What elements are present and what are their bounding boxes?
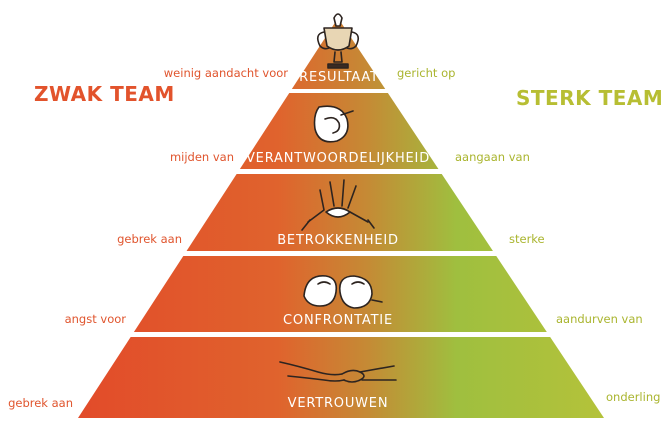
level-label-resultaat: RESULTAAT bbox=[299, 70, 379, 85]
right-note-verantwoordelijkheid: aangaan van bbox=[455, 150, 530, 164]
weak-team-title: ZWAK TEAM bbox=[34, 82, 175, 106]
level-label-verantwoordelijkheid: VERANTWOORDELIJKHEID bbox=[246, 151, 430, 166]
level-label-vertrouwen: VERTROUWEN bbox=[288, 396, 389, 411]
level-dividers bbox=[116, 89, 560, 337]
right-note-resultaat: gericht op bbox=[397, 66, 456, 80]
left-note-betrokkenheid: gebrek aan bbox=[117, 232, 182, 246]
boxing-gloves-icon bbox=[303, 275, 383, 309]
pyramid-body bbox=[78, 18, 604, 418]
level-label-confrontatie: CONFRONTATIE bbox=[283, 313, 393, 328]
raised-arms-icon bbox=[301, 179, 375, 231]
level-label-betrokkenheid: BETROKKENHEID bbox=[277, 233, 399, 248]
whistle-icon bbox=[313, 105, 354, 143]
right-note-confrontatie: aandurven van bbox=[556, 312, 643, 326]
handshake-icon bbox=[279, 361, 397, 383]
strong-team-title: STERK TEAM bbox=[516, 86, 664, 110]
left-note-confrontatie: angst voor bbox=[64, 312, 126, 326]
left-note-resultaat: weinig aandacht voor bbox=[163, 66, 288, 80]
trophy-icon bbox=[316, 13, 360, 69]
right-note-vertrouwen: onderling bbox=[606, 390, 661, 404]
left-note-verantwoordelijkheid: mijden van bbox=[169, 150, 234, 164]
right-note-betrokkenheid: sterke bbox=[509, 232, 545, 246]
left-note-vertrouwen: gebrek aan bbox=[8, 396, 73, 410]
